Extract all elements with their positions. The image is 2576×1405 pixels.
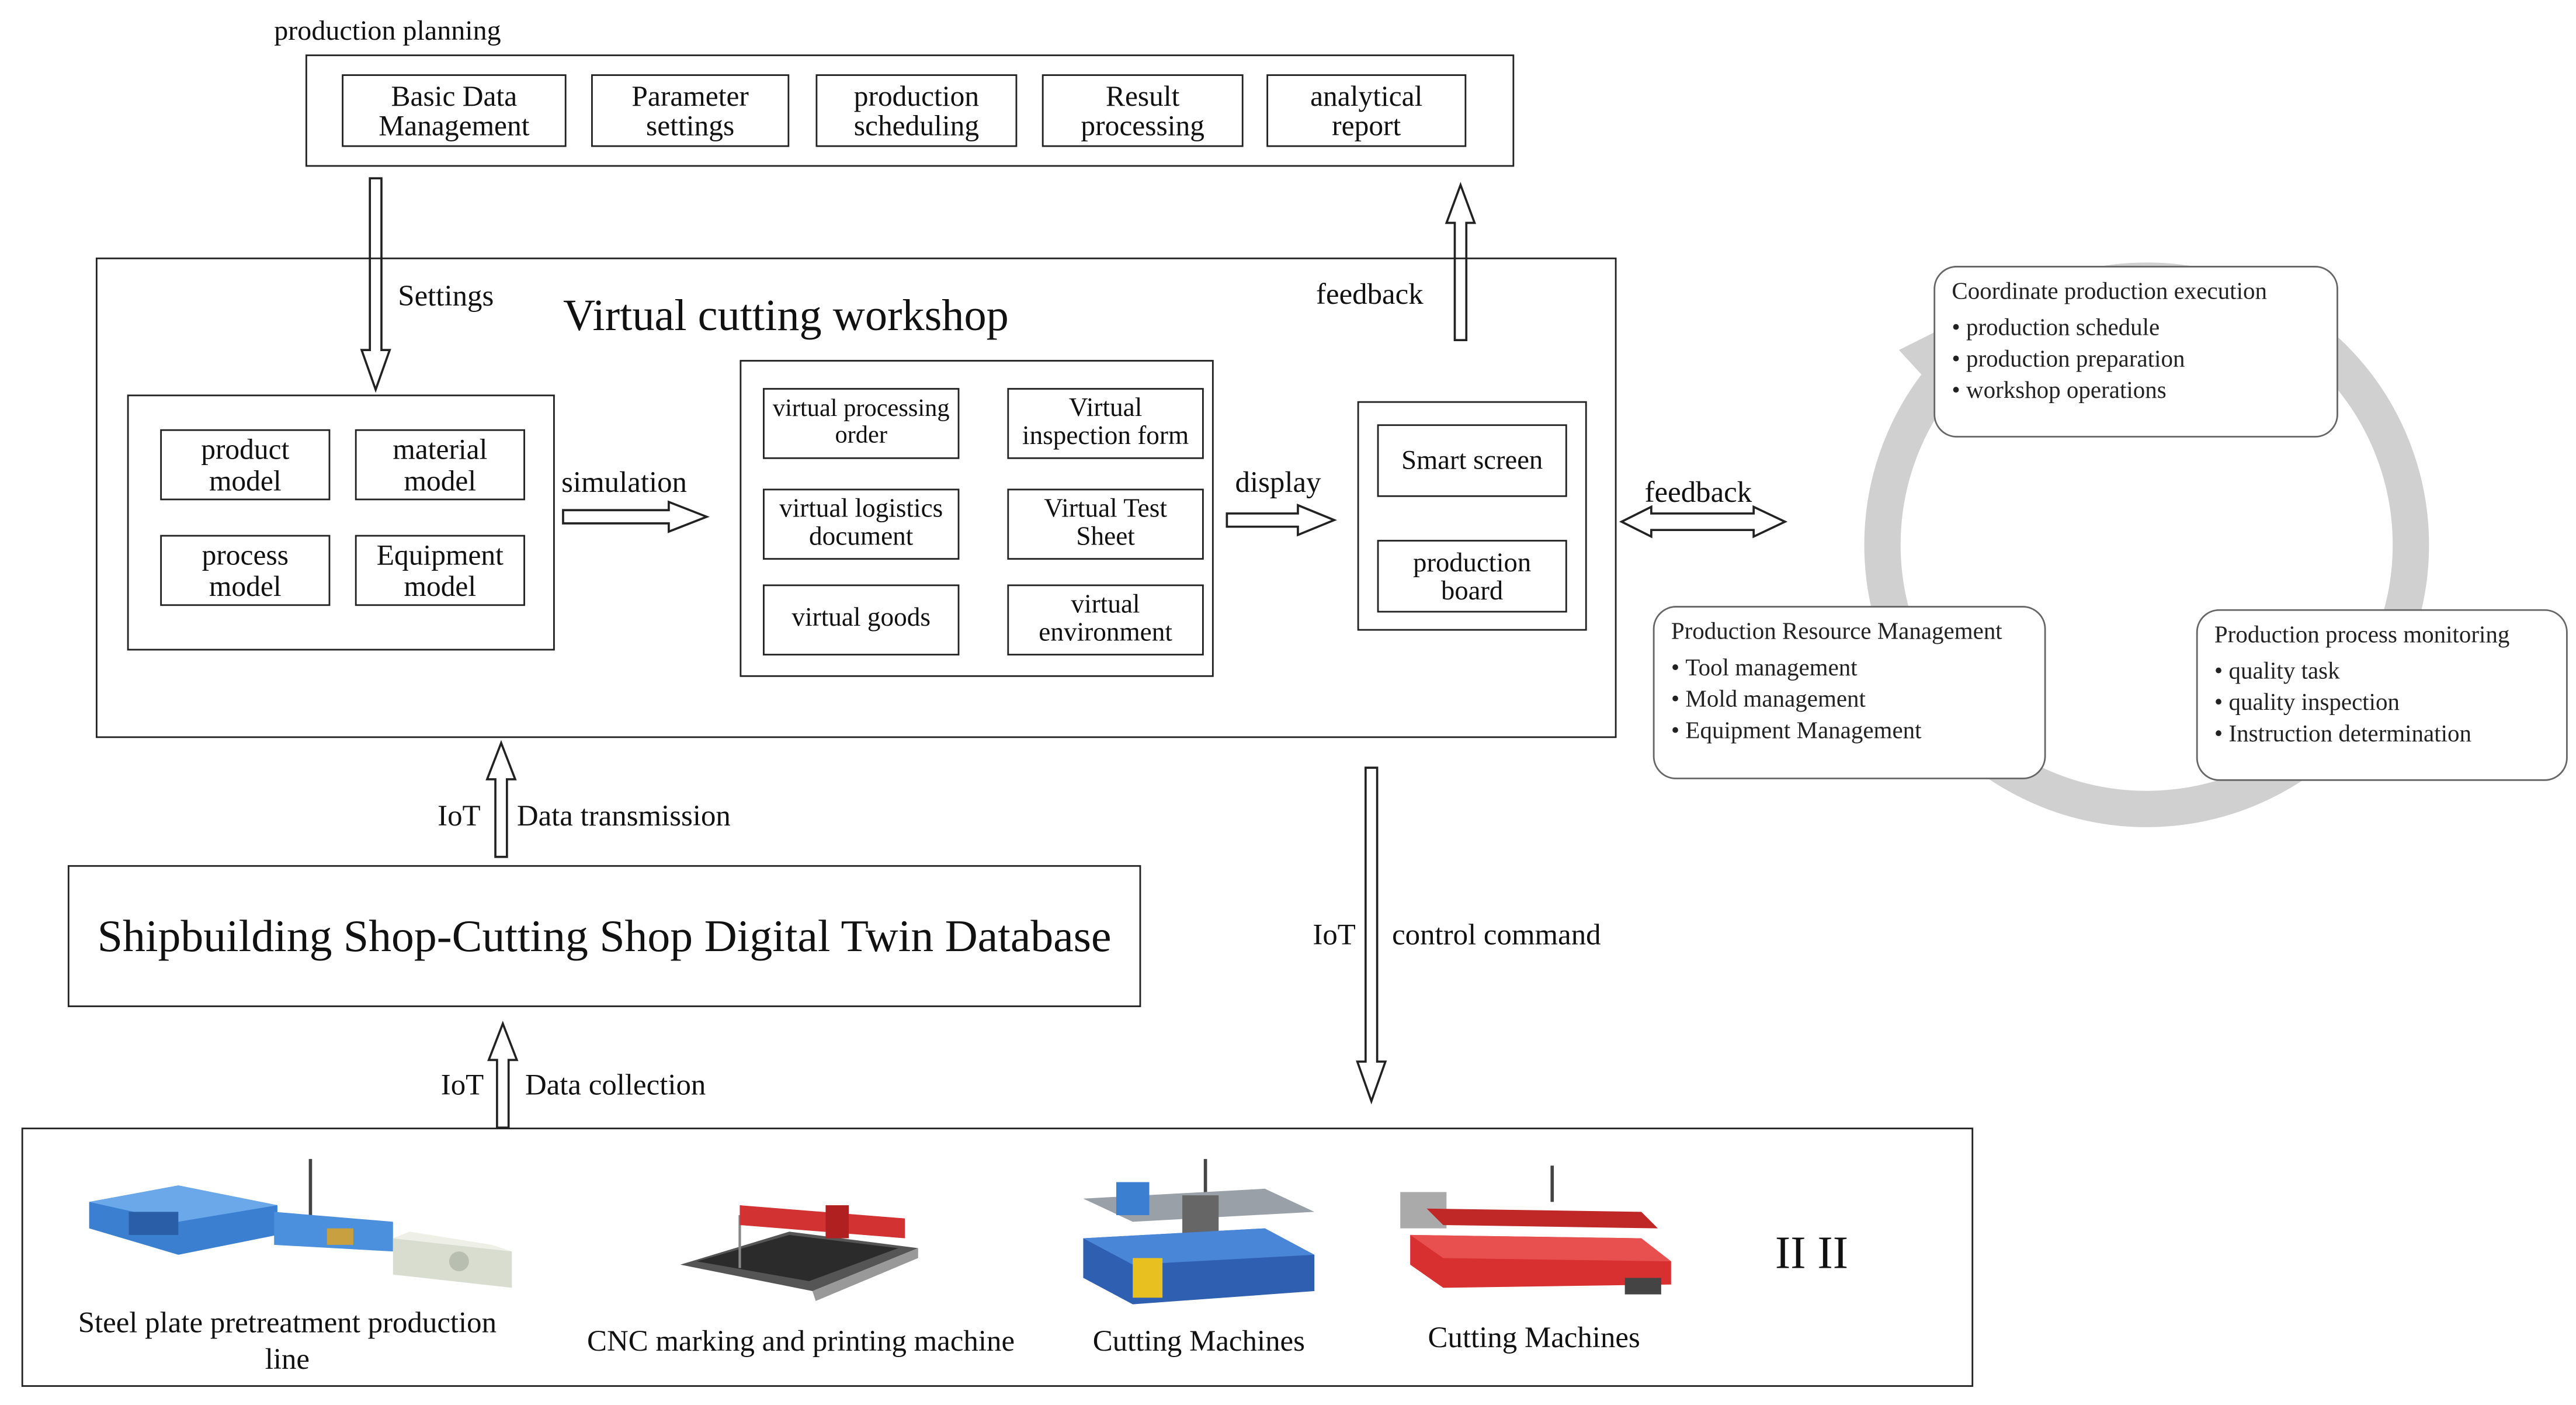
planning-title: production planning xyxy=(274,15,501,47)
feedback-right-label: feedback xyxy=(1644,475,1752,509)
process-monitoring-card: Production process monitoring quality ta… xyxy=(2196,609,2568,781)
monitoring-item: quality task xyxy=(2214,657,2550,689)
physical-equipment-panel xyxy=(21,1128,1974,1387)
data-transmission-arrow xyxy=(485,740,517,858)
control-command-arrow xyxy=(1356,766,1387,1105)
equipment-ellipsis: II II xyxy=(1775,1228,1849,1280)
control-command-label: control command xyxy=(1392,918,1601,951)
cnc-marking-machine-image xyxy=(680,1205,918,1301)
coordinate-execution-title: Coordinate production execution xyxy=(1952,279,2267,306)
monitoring-item: quality inspection xyxy=(2214,689,2550,720)
iot-label-collection: IoT xyxy=(440,1068,484,1102)
database-title: Shipbuilding Shop-Cutting Shop Digital T… xyxy=(97,910,1112,961)
smart-screen-box: Smart screen xyxy=(1377,424,1567,497)
virtual-docs-panel xyxy=(740,360,1214,677)
virtual-workshop-panel xyxy=(95,257,1617,738)
cutting-machine-blue-image xyxy=(1083,1158,1315,1305)
workshop-title: Virtual cutting workshop xyxy=(563,290,1009,341)
cnc-marking-caption: CNC marking and printing machine xyxy=(587,1324,1015,1358)
cutting-machine-red-image xyxy=(1400,1165,1671,1295)
simulation-label: simulation xyxy=(561,465,687,499)
cutting-machine-caption-2: Cutting Machines xyxy=(1428,1320,1640,1354)
execution-item: production schedule xyxy=(1952,314,2320,345)
execution-item: production preparation xyxy=(1952,345,2320,377)
feedback-top-label: feedback xyxy=(1316,277,1424,311)
cutting-machine-caption-1: Cutting Machines xyxy=(1092,1324,1305,1358)
monitoring-item: Instruction determination xyxy=(2214,720,2550,752)
pretreatment-line-image xyxy=(89,1158,512,1288)
data-collection-label: Data collection xyxy=(525,1068,706,1102)
resource-item: Mold management xyxy=(1671,686,2028,717)
models-panel xyxy=(127,394,555,651)
resource-item: Equipment Management xyxy=(1671,717,2028,749)
digital-twin-database: Shipbuilding Shop-Cutting Shop Digital T… xyxy=(67,865,1141,1007)
planning-panel xyxy=(305,54,1515,167)
iot-label-control: IoT xyxy=(1313,918,1356,951)
feedback-double-arrow xyxy=(1619,505,1788,539)
settings-label: Settings xyxy=(398,279,494,313)
display-label: display xyxy=(1235,465,1321,499)
virtual-goods-box: virtual goods xyxy=(763,584,960,655)
process-monitoring-title: Production process monitoring xyxy=(2214,622,2510,649)
resource-management-card: Production Resource Management Tool mana… xyxy=(1652,606,2046,779)
display-panel xyxy=(1357,401,1587,631)
data-transmission-label: Data transmission xyxy=(516,799,731,832)
data-collection-arrow xyxy=(487,1021,519,1129)
resource-management-title: Production Resource Management xyxy=(1671,619,2002,646)
iot-label-transmission: IoT xyxy=(438,799,481,832)
coordinate-execution-card: Coordinate production execution producti… xyxy=(1933,266,2338,438)
resource-item: Tool management xyxy=(1671,654,2028,685)
execution-item: workshop operations xyxy=(1952,377,2320,408)
